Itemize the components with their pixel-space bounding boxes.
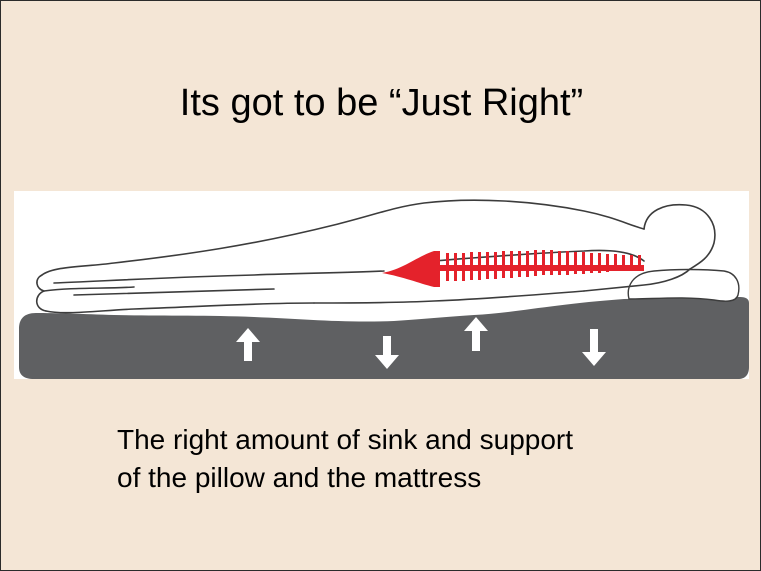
spinal-column bbox=[434, 265, 644, 271]
vertebrae bbox=[446, 250, 641, 281]
spine bbox=[382, 250, 644, 287]
body-outline bbox=[35, 199, 716, 314]
arrow-down-2 bbox=[582, 329, 606, 366]
illustration-svg bbox=[19, 199, 749, 379]
caption-line-2: of the pillow and the mattress bbox=[117, 462, 482, 493]
slide-title: Its got to be “Just Right” bbox=[179, 82, 584, 124]
caption-line-1: The right amount of sink and support bbox=[117, 424, 574, 455]
arrow-up-1 bbox=[236, 328, 260, 361]
pillow bbox=[627, 268, 740, 302]
caption: The right amount of sink and support of … bbox=[117, 421, 573, 497]
support-arrows bbox=[236, 317, 606, 369]
pelvis bbox=[382, 251, 440, 287]
arrow-up-2 bbox=[464, 317, 488, 351]
arrow-down-1 bbox=[375, 336, 399, 369]
sleeping-posture-illustration bbox=[14, 191, 749, 379]
